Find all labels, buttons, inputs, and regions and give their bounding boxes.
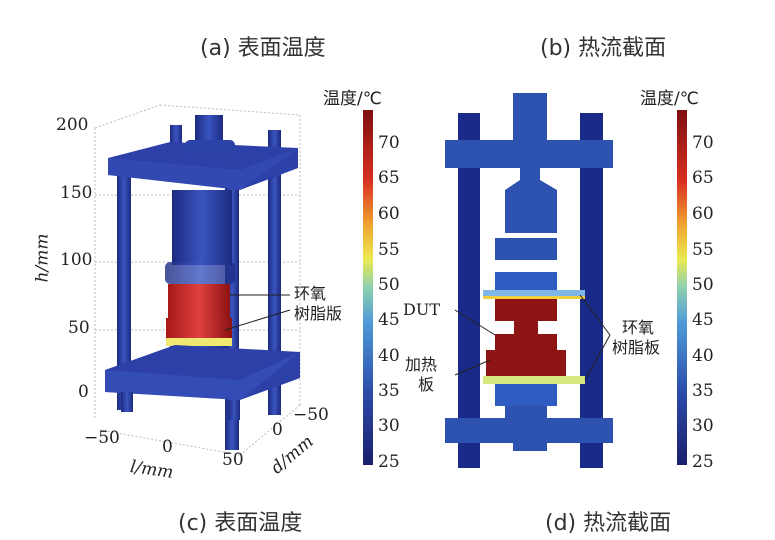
dut-label: DUT bbox=[403, 300, 440, 319]
h-tick: 100 bbox=[60, 250, 93, 270]
colorbar-tick-left: 70 bbox=[378, 133, 400, 153]
heater-label-2: 板 bbox=[418, 375, 435, 394]
heater-label-1: 加热 bbox=[405, 355, 438, 374]
l-tick: −50 bbox=[84, 428, 120, 448]
colorbar-tick-right: 60 bbox=[692, 204, 714, 224]
epoxy-label-right-2: 树脂板 bbox=[612, 338, 661, 357]
right-cross-section bbox=[445, 93, 613, 468]
epoxy-label-left-2: 树脂版 bbox=[294, 304, 343, 323]
h-tick: 150 bbox=[60, 183, 93, 203]
colorbar-tick-right: 30 bbox=[692, 416, 714, 436]
epoxy-label-right-1: 环氧 bbox=[622, 318, 655, 337]
colorbar-title-right: 温度/℃ bbox=[640, 89, 699, 109]
d-tick: −50 bbox=[293, 405, 329, 425]
colorbar-tick-left: 60 bbox=[378, 204, 400, 224]
colorbar-tick-right: 45 bbox=[692, 310, 714, 330]
colorbar-tick-left: 55 bbox=[378, 240, 400, 260]
colorbar-tick-left: 35 bbox=[378, 381, 400, 401]
colorbar-tick-left: 30 bbox=[378, 416, 400, 436]
colorbar-tick-right: 70 bbox=[692, 133, 714, 153]
left-3d-model bbox=[94, 104, 301, 456]
colorbar-tick-left: 25 bbox=[378, 452, 400, 472]
caption-b: (b) 热流截面 bbox=[540, 36, 667, 61]
colorbar-tick-left: 50 bbox=[378, 275, 400, 295]
colorbar-tick-right: 50 bbox=[692, 275, 714, 295]
colorbar-tick-right: 65 bbox=[692, 168, 714, 188]
h-tick: 50 bbox=[68, 318, 90, 338]
caption-a: (a) 表面温度 bbox=[200, 36, 326, 61]
colorbar-tick-left: 40 bbox=[378, 346, 400, 366]
colorbar-left bbox=[363, 110, 373, 465]
epoxy-label-left-1: 环氧 bbox=[294, 284, 327, 303]
colorbar-tick-left: 45 bbox=[378, 310, 400, 330]
colorbar-right bbox=[677, 110, 687, 465]
colorbar-tick-right: 40 bbox=[692, 346, 714, 366]
caption-c: (c) 表面温度 bbox=[178, 511, 303, 536]
colorbar-title-left: 温度/℃ bbox=[323, 89, 382, 109]
d-tick: 0 bbox=[272, 420, 283, 440]
colorbar-tick-right: 35 bbox=[692, 381, 714, 401]
colorbar-tick-left: 65 bbox=[378, 168, 400, 188]
caption-d: (d) 热流截面 bbox=[545, 511, 672, 536]
h-axis-label: h/mm bbox=[32, 233, 53, 283]
l-tick: 0 bbox=[162, 437, 173, 457]
h-tick: 200 bbox=[56, 115, 89, 135]
colorbar-tick-right: 55 bbox=[692, 240, 714, 260]
colorbar-tick-right: 25 bbox=[692, 452, 714, 472]
h-tick: 0 bbox=[78, 382, 89, 402]
l-tick: 50 bbox=[222, 450, 244, 470]
